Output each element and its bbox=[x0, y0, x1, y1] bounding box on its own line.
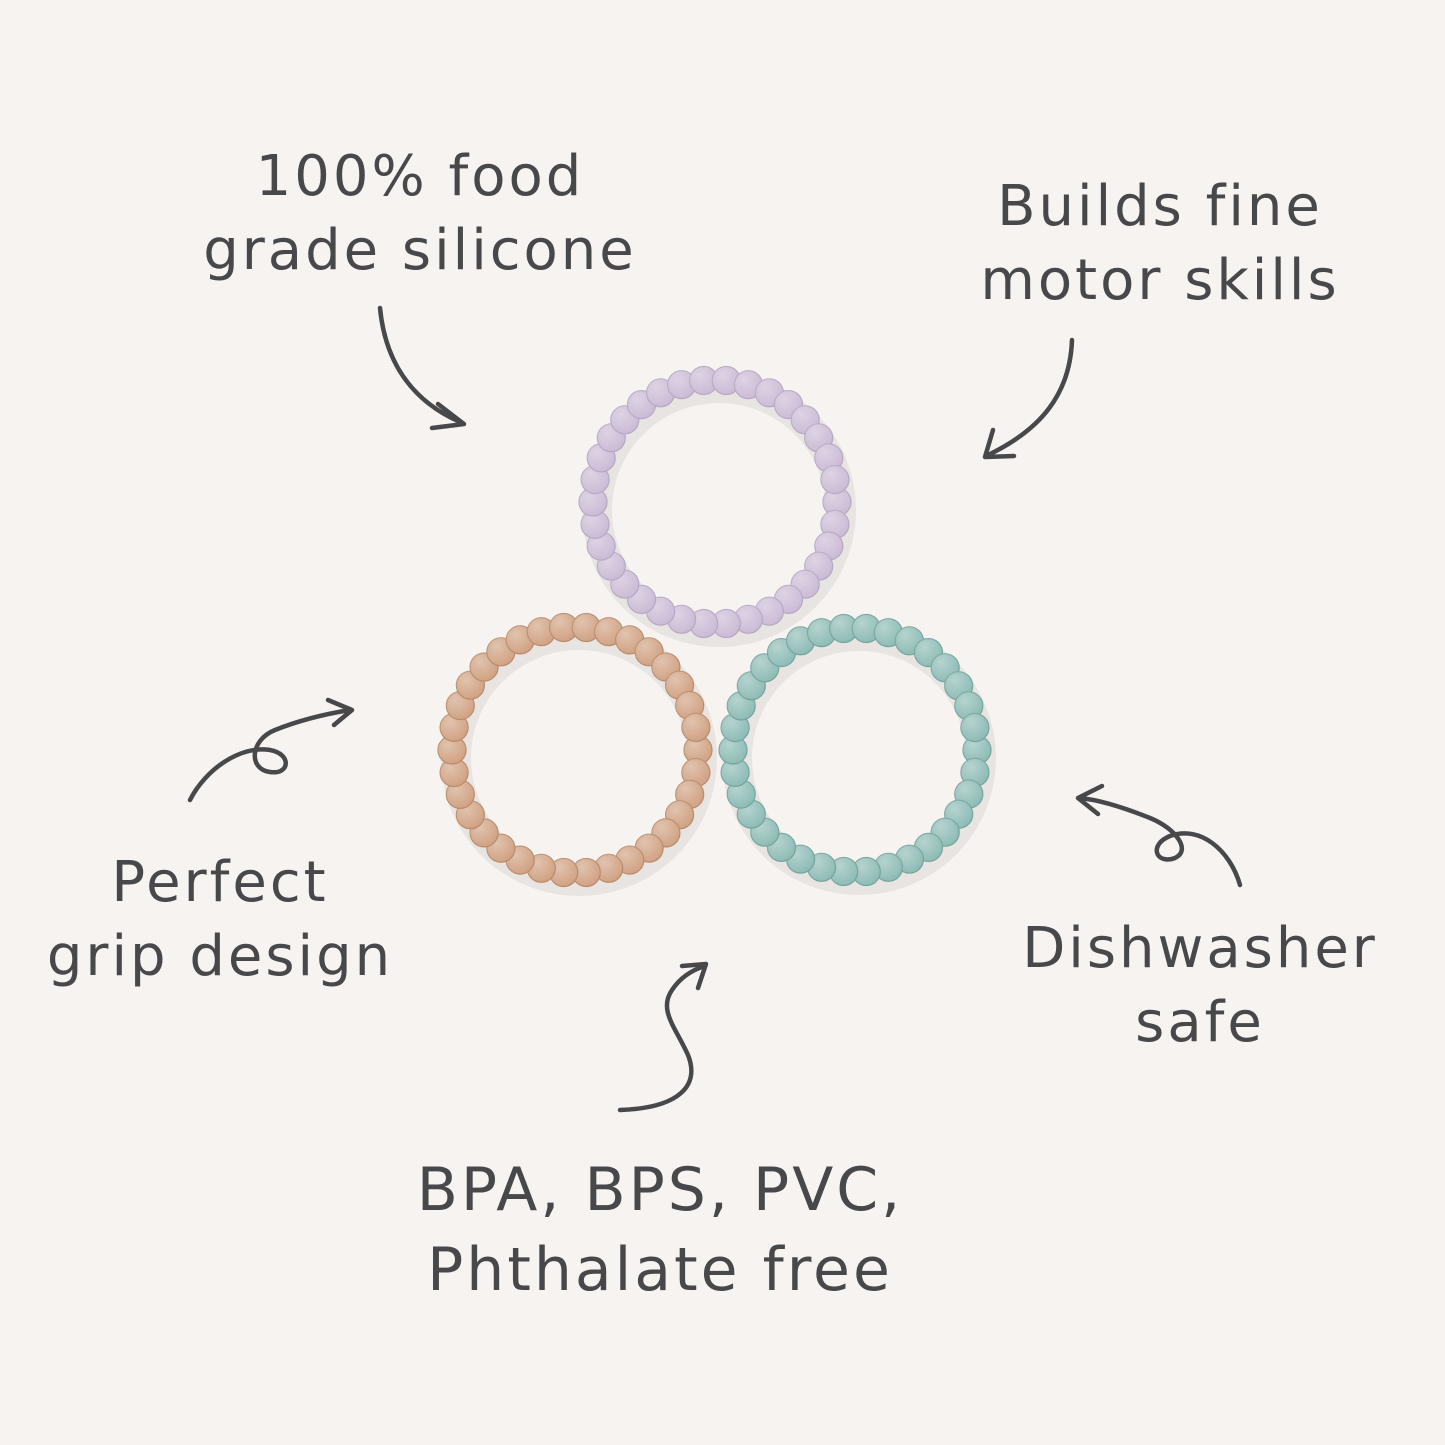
feature-text-line: grade silicone bbox=[203, 218, 637, 283]
feature-bpa-free-label: BPA, BPS, PVC, Phthalate free bbox=[370, 1150, 950, 1310]
bead-highlight bbox=[681, 713, 710, 742]
bead-highlight bbox=[874, 853, 903, 882]
arrow-grip-icon bbox=[187, 707, 353, 803]
bead-highlight bbox=[820, 465, 849, 494]
feature-text-line: safe bbox=[1135, 990, 1265, 1055]
bead-highlight bbox=[587, 532, 616, 561]
bead-highlight bbox=[852, 614, 881, 643]
tan-ring-bracelet bbox=[437, 612, 717, 896]
sage-ring-bracelet bbox=[718, 613, 996, 895]
arrow-dishwasher-icon bbox=[1077, 795, 1243, 888]
bead-highlight bbox=[675, 691, 704, 720]
bead-highlight bbox=[814, 443, 843, 472]
feature-motor-skills-label: Builds fine motor skills bbox=[930, 170, 1390, 318]
bead-highlight bbox=[734, 605, 763, 634]
bead-highlight bbox=[684, 736, 712, 764]
bead-highlight bbox=[954, 691, 983, 720]
bead-highlight bbox=[721, 713, 750, 742]
bead-highlight bbox=[960, 758, 989, 787]
feature-dishwasher-label: Dishwasher safe bbox=[970, 912, 1430, 1060]
arrow-motor-skills-head-icon bbox=[982, 427, 1017, 460]
arrow-bpa-free-head-icon bbox=[679, 961, 709, 991]
bead-highlight bbox=[721, 758, 750, 787]
bead-highlight bbox=[581, 510, 610, 539]
bead-highlight bbox=[579, 488, 607, 516]
bead-highlight bbox=[823, 488, 851, 516]
arrow-food-grade-head-icon bbox=[429, 401, 467, 431]
bead-highlight bbox=[440, 713, 469, 742]
arrow-grip-head-icon bbox=[325, 697, 355, 728]
bead-highlight bbox=[681, 758, 710, 787]
bead-highlight bbox=[807, 618, 836, 647]
feature-text-line: motor skills bbox=[980, 248, 1340, 313]
bead-highlight bbox=[594, 854, 623, 883]
bead-highlight bbox=[820, 510, 849, 539]
bead-highlight bbox=[689, 609, 718, 638]
bead-highlight bbox=[829, 857, 858, 886]
bead-highlight bbox=[572, 858, 601, 887]
lilac-ring-bracelet bbox=[578, 365, 856, 647]
bead-highlight bbox=[689, 366, 718, 395]
bead-highlight bbox=[829, 614, 858, 643]
feature-text-line: grip design bbox=[46, 924, 394, 989]
bead-highlight bbox=[527, 617, 556, 646]
arrow-food-grade-icon bbox=[377, 305, 463, 425]
feature-text-line: Builds fine bbox=[997, 174, 1323, 239]
feature-text-line: BPA, BPS, PVC, bbox=[416, 1155, 904, 1225]
bead-highlight bbox=[572, 613, 601, 642]
arrow-bpa-free-icon bbox=[617, 963, 708, 1113]
bead-highlight bbox=[960, 713, 989, 742]
bead-highlight bbox=[727, 780, 756, 809]
feature-food-grade-label: 100% food grade silicone bbox=[150, 140, 690, 288]
bead-highlight bbox=[667, 370, 696, 399]
feature-text-line: Dishwasher bbox=[1022, 916, 1378, 981]
bead-highlight bbox=[719, 736, 747, 764]
bead-highlight bbox=[712, 366, 741, 395]
bead-highlight bbox=[581, 465, 610, 494]
feature-text-line: Perfect bbox=[111, 850, 329, 915]
feature-text-line: 100% food bbox=[255, 144, 585, 209]
feature-text-line: Phthalate free bbox=[427, 1235, 893, 1305]
arrow-dishwasher-head-icon bbox=[1075, 783, 1105, 817]
bead-highlight bbox=[963, 736, 991, 764]
feature-grip-label: Perfect grip design bbox=[20, 846, 420, 994]
bead-highlight bbox=[440, 758, 469, 787]
bead-highlight bbox=[438, 736, 466, 764]
bead-highlight bbox=[712, 609, 741, 638]
bead-highlight bbox=[549, 613, 578, 642]
bead-highlight bbox=[446, 780, 475, 809]
bead-highlight bbox=[549, 858, 578, 887]
arrow-motor-skills-icon bbox=[985, 337, 1075, 458]
bead-highlight bbox=[852, 857, 881, 886]
